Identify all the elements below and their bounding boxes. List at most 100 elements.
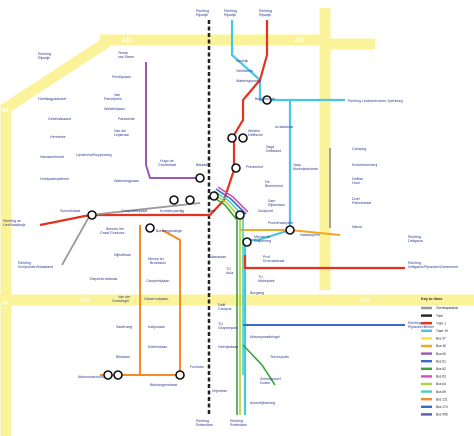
station-delft[interactable] <box>209 191 219 201</box>
direction-leidschenveen: Richting Leidschenveen-Ypenburg <box>348 99 403 103</box>
station-label: Westbeltjaan <box>104 107 125 111</box>
station-label: Parkweide <box>118 117 135 121</box>
station-label: Hamaschheirof <box>40 155 64 159</box>
legend-label: Bus 61 <box>436 359 446 363</box>
station-label: Edelhertaan <box>148 345 167 349</box>
station-label: Burgweg <box>250 291 264 295</box>
road-label: A13 <box>295 38 304 44</box>
station-label: Kindenboerderij <box>352 163 377 167</box>
road-label: A4 <box>2 301 9 307</box>
west-labels: Hoefslagpadsdorf Gesthuislaand Hermelee … <box>38 97 80 213</box>
bus60-line[interactable] <box>145 62 200 179</box>
legend-label: Bus 37 <box>436 337 446 341</box>
north-labels: Nootrijk Verffabriek Wateringseweg Beurs… <box>236 59 318 207</box>
station-west-2[interactable] <box>185 195 195 205</box>
legend-label: Bus 64 <box>436 382 446 386</box>
station-balaarlk[interactable] <box>195 173 205 183</box>
station-west-1[interactable] <box>169 195 179 205</box>
tram19-north-line[interactable] <box>230 20 345 102</box>
station-label: Vrijenban <box>212 389 227 393</box>
station-north-2[interactable] <box>238 133 248 143</box>
legend-label: Bus 63 <box>436 375 446 379</box>
station-compostenplaat[interactable] <box>145 223 155 233</box>
legend-label: Bus 121 <box>436 397 448 401</box>
station-label: Nieuw <box>352 225 362 229</box>
bus40-line[interactable] <box>240 229 341 236</box>
station-label: Compostenplaat <box>121 209 147 213</box>
tram1-east-line[interactable] <box>243 255 405 270</box>
station-abtswouderoord[interactable] <box>103 370 113 380</box>
legend-label: Overstapstation <box>436 306 459 310</box>
legend-label: Bus 40 <box>436 344 446 348</box>
station-label: Technopolis <box>270 355 289 359</box>
station-label: Prinsenhof <box>246 165 263 169</box>
tram19-south-line[interactable] <box>243 100 292 415</box>
station-abtswoude-2[interactable] <box>113 370 123 380</box>
legend-label: Bus 60 <box>436 352 446 356</box>
station-bieleangen[interactable] <box>175 370 185 380</box>
station-label: Saderweg <box>116 325 132 329</box>
bus-bundle[interactable] <box>209 186 249 415</box>
legend-label: Tram 19 <box>436 329 448 333</box>
station-schoolstraat[interactable] <box>87 210 97 220</box>
station-sam-rijkenlaan[interactable] <box>285 225 295 235</box>
station-label: Lijndenhof/Kuyperweg <box>76 153 112 157</box>
road-a4-northwest <box>2 35 114 113</box>
station-label: Balaarlk <box>196 163 209 167</box>
station-michiel[interactable] <box>242 237 252 247</box>
legend-label: Trein <box>436 314 443 318</box>
station-label: Gieserhofplaan <box>144 297 168 301</box>
station-label: Bieleangenstraat <box>150 383 177 387</box>
bus-technopolis-line[interactable] <box>242 344 276 386</box>
station-north-1[interactable] <box>227 133 237 143</box>
station-label: Beurswoude <box>255 97 275 101</box>
station-label: Zuidpoort <box>258 209 273 213</box>
station-label: Kroekerpaedijg <box>160 209 184 213</box>
station-label: Hoefpadenpleinen <box>40 177 69 181</box>
station-label: Wateringseweg <box>236 79 261 83</box>
station-label: Kalfpolaan <box>148 325 165 329</box>
stations[interactable] <box>87 95 295 380</box>
station-label: Gesthuislaand <box>48 117 71 121</box>
station-label: Abtswouderoord <box>78 375 104 379</box>
station-label: Fuchsan <box>190 365 204 369</box>
station-zuidpoort[interactable] <box>235 210 245 220</box>
station-label: Camping <box>352 147 366 151</box>
station-prinsenhof[interactable] <box>231 163 241 173</box>
station-label: Watersingplaan <box>114 179 139 183</box>
station-beurswoude[interactable] <box>262 95 272 105</box>
road-label: A13 <box>122 38 131 44</box>
station-label: Nijhoffloan <box>114 253 131 257</box>
legend-label: Tram 1 <box>436 321 446 325</box>
station-label: Schoolstraat <box>60 209 80 213</box>
station-label: Hermelee <box>50 135 66 139</box>
